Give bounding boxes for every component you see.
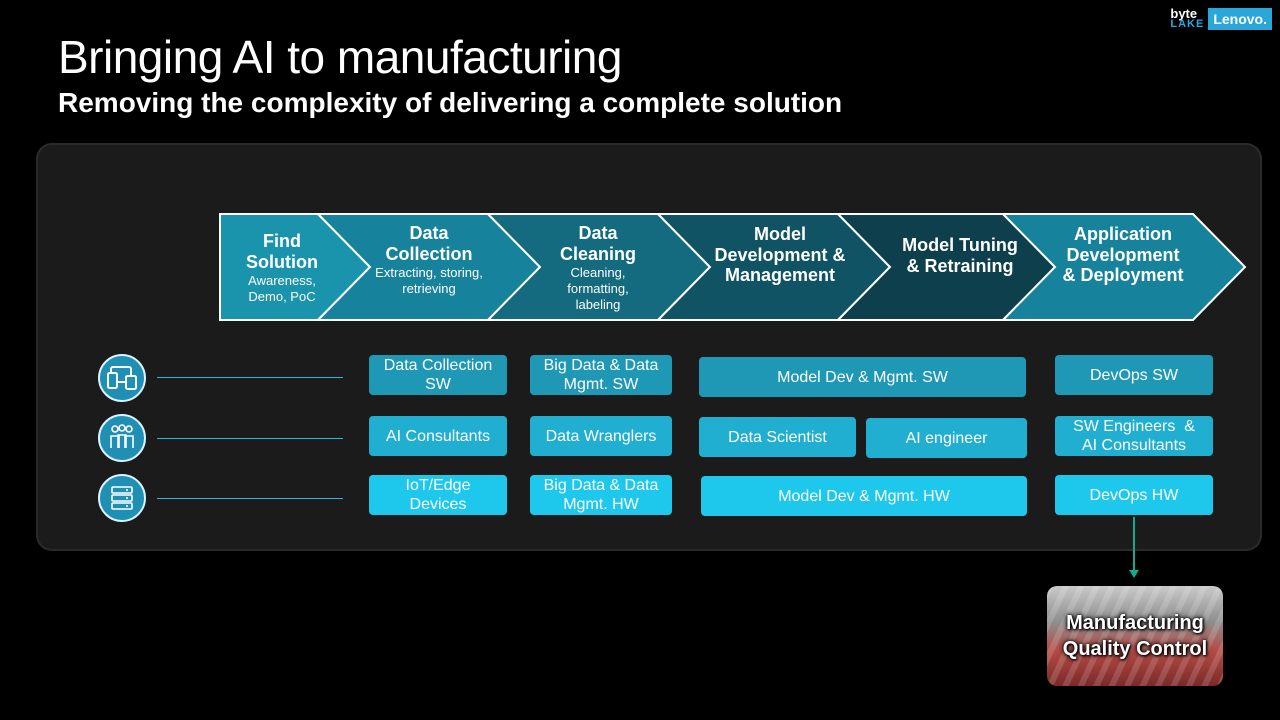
bytelake-logo: byte LAKE [1170,6,1205,30]
step-4-title: Model Development & Management [714,224,846,286]
box-ai-consultants: AI Consultants [369,416,507,456]
row-line-software [157,377,343,378]
chevron-step-6 [1000,213,1247,321]
step-6-title: Application Development & Deployment [1062,224,1184,286]
page-title: Bringing AI to manufacturing [58,31,622,83]
people-icon [98,414,146,462]
row-line-people [157,438,343,439]
step-1: Find Solution Awareness, Demo, PoC [232,231,332,305]
step-3-desc: Cleaning, formatting, labeling [567,265,629,313]
box-model-dev-sw: Model Dev & Mgmt. SW [699,357,1026,397]
box-data-wranglers: Data Wranglers [530,416,672,456]
logo-group: byte LAKE Lenovo. [1170,6,1272,30]
box-devops-sw: DevOps SW [1055,355,1213,395]
step-6: Application Development & Deployment [1058,224,1188,286]
page-subtitle: Removing the complexity of delivering a … [58,87,843,118]
box-data-scientist: Data Scientist [699,417,856,457]
bytelake-logo-lake: LAKE [1170,18,1205,30]
box-ai-engineer: AI engineer [866,418,1027,458]
row-line-hardware [157,498,343,499]
box-data-collection-sw: Data Collection SW [369,355,507,395]
outcome-label: Manufacturing Quality Control [1062,612,1208,660]
manufacturing-quality-control-image: Manufacturing Quality Control [1047,586,1223,686]
box-big-data-hw: Big Data & Data Mgmt. HW [530,475,672,515]
step-5: Model Tuning & Retraining [900,235,1020,276]
step-1-title: Find Solution [246,231,318,272]
step-3: Data Cleaning Cleaning, formatting, labe… [545,223,651,313]
bytelake-logo-byte: byte [1170,6,1198,21]
box-sw-engineers: SW Engineers & AI Consultants [1055,416,1213,456]
box-big-data-sw: Big Data & Data Mgmt. SW [530,355,672,395]
devices-icon [98,354,146,402]
process-chevrons [219,213,1247,321]
step-2-title: Data Collection [385,223,473,264]
lenovo-logo: Lenovo. [1208,8,1272,30]
step-1-desc: Awareness, Demo, PoC [248,273,316,305]
box-devops-hw: DevOps HW [1055,475,1213,515]
connector-line [1133,517,1135,572]
connector-arrowhead [1129,570,1139,578]
server-icon [98,474,146,522]
box-iot-edge: IoT/Edge Devices [369,475,507,515]
box-model-dev-hw: Model Dev & Mgmt. HW [701,476,1027,516]
step-2: Data Collection Extracting, storing, ret… [372,223,486,297]
step-5-title: Model Tuning & Retraining [902,235,1018,276]
step-4: Model Development & Management [712,224,848,286]
step-3-title: Data Cleaning [559,223,636,264]
step-2-desc: Extracting, storing, retrieving [375,265,483,297]
